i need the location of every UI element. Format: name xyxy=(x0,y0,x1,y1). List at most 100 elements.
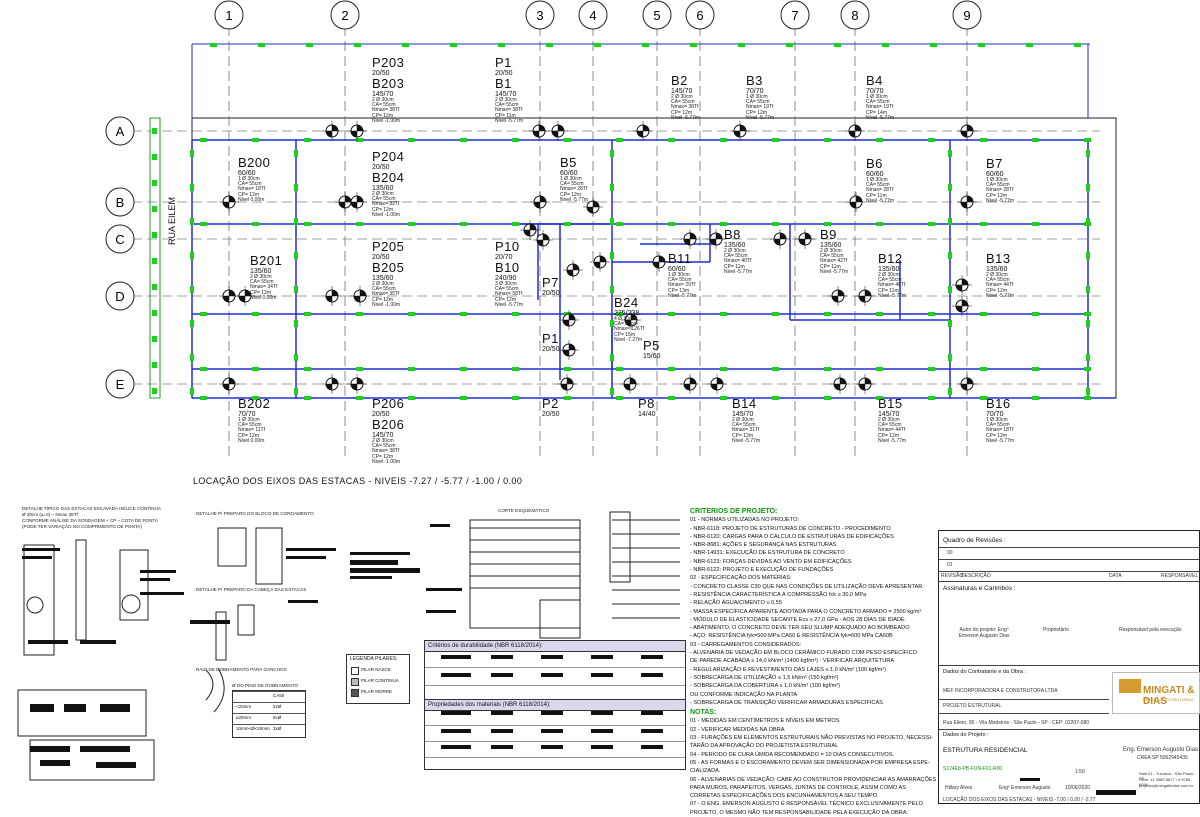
rebar-table-1 xyxy=(17,689,147,737)
top-mark xyxy=(498,43,505,47)
element-tag: B3 xyxy=(746,73,763,88)
criteria-title: CRITÉRIOS DE PROJETO: xyxy=(690,508,778,515)
project-data-title: Dados do Projeto : xyxy=(943,732,989,738)
element-section: 15/60 xyxy=(643,352,661,360)
pile-spec: Nivel -5.77m xyxy=(866,114,895,121)
criteria-line: 03 - CARREGAMENTOS CONSIDERADOS: xyxy=(690,641,802,648)
pile-spec: CA= 55cm xyxy=(866,182,890,189)
pile-spec: Nmax= 44Tf xyxy=(986,282,1014,289)
beam-mark-0 xyxy=(876,138,883,142)
rev-row-1: 01 xyxy=(947,562,953,568)
beam-mark-1 xyxy=(876,222,883,226)
block-dimension: 145/70 xyxy=(372,90,394,98)
detail-shape-5 xyxy=(215,611,227,661)
pile-19 xyxy=(649,252,669,272)
pile-spec: 2 Ø 30cm xyxy=(372,437,394,444)
redacted-block xyxy=(96,762,136,768)
beam-mark-3 xyxy=(408,367,415,371)
pile-40 xyxy=(680,374,700,394)
pile-spec: Nmax= 38Tf xyxy=(372,448,400,455)
element-tag: P204 xyxy=(372,149,405,164)
element-tag: B8 xyxy=(724,227,741,242)
redacted-block xyxy=(350,552,410,555)
beam-mark-4 xyxy=(564,396,571,400)
redacted-block xyxy=(426,610,456,613)
table-cell-mark xyxy=(441,673,471,677)
col-mark-4 xyxy=(1086,184,1090,191)
beam-mark-1 xyxy=(200,222,207,226)
element-tag: P5 xyxy=(643,338,660,353)
redacted-block xyxy=(426,588,462,591)
axis-bubble-6 xyxy=(685,0,715,30)
pile-spec: Nivel -5.77m xyxy=(746,114,775,121)
redacted-block xyxy=(350,560,398,565)
pile-spec: CA= 55cm xyxy=(372,102,396,109)
element-tag: P1 xyxy=(495,55,512,70)
axis-label-5: 5 xyxy=(653,8,660,23)
table-cell-mark xyxy=(441,745,471,749)
col-mark-1 xyxy=(294,354,298,361)
beam-mark-1 xyxy=(408,222,415,226)
beam-mark-1 xyxy=(1032,222,1039,226)
col-mark-2 xyxy=(610,354,614,361)
redacted-block xyxy=(286,556,326,559)
pile-16 xyxy=(533,230,553,250)
beam-mark-4 xyxy=(824,396,831,400)
block-dimension: 70/70 xyxy=(746,87,764,95)
note-line: 02 - VERIFICAR MEDIDAS NA OBRA xyxy=(690,726,785,733)
pile-spec: 2 Ø 30cm xyxy=(724,247,746,254)
axis-bubble-9 xyxy=(952,0,982,30)
pile-spec: Nmax= 38Tf xyxy=(495,107,523,114)
pile-spec: 2 Ø 30cm xyxy=(250,273,272,280)
pile-spec: CP= 12m xyxy=(372,296,393,303)
element-tag: B6 xyxy=(866,156,883,171)
note-line: PARA MUROS, PARAPEITOS, VERGAS, JUNTAS D… xyxy=(690,784,906,791)
design-criteria: CRITÉRIOS DE PROJETO: 01 - NORMAS UTILIZ… xyxy=(690,508,940,817)
beam-mark-1 xyxy=(616,222,623,226)
beam-mark-2 xyxy=(512,312,519,316)
col-mark-3 xyxy=(948,354,952,361)
notes-title: NOTAS: xyxy=(690,709,717,717)
pile-spec: CP= 12m xyxy=(238,432,259,439)
block-dimension: 60/60 xyxy=(986,170,1004,178)
pile-spec: Nivel 0.00m xyxy=(250,294,277,301)
pile-spec: Nivel -5.77m xyxy=(732,437,761,444)
redacted-block xyxy=(140,570,176,573)
beam-mark-1 xyxy=(928,222,935,226)
pile-spec: 2 Ø 30cm xyxy=(986,271,1008,278)
top-mark xyxy=(1074,43,1081,47)
pile-spec: 1 Ø 30cm xyxy=(668,271,690,278)
pile-detail-title: DETALHE TÍPICO DAS ESTACAS ESCAVADA HÉLI… xyxy=(22,506,161,511)
pin-table-cell: 8xØ xyxy=(273,715,282,720)
beam-mark-0 xyxy=(408,138,415,142)
beam-mark-2 xyxy=(1084,312,1091,316)
criteria-line: - NBR-8681: AÇÕES E SEGURANÇA NAS ESTRUT… xyxy=(690,542,837,549)
col-mark-4 xyxy=(1086,354,1090,361)
axis-label-B: B xyxy=(116,195,125,210)
sheet-date: 10/06/2020 xyxy=(1065,785,1091,791)
rev-col-1: DESCRIÇÃO xyxy=(961,573,991,579)
redacted-block xyxy=(30,746,70,752)
pile-symbols xyxy=(219,121,977,394)
note-line: 03 - FURAÇÕES EM ELEMENTOS ESTRUTURAIS N… xyxy=(690,735,933,742)
pile-18 xyxy=(590,252,610,272)
pile-spec: 1 Ø 30cm xyxy=(866,176,888,183)
table-cell-mark xyxy=(491,745,513,749)
pile-spec: Nivel -5.77m xyxy=(866,197,895,204)
contact-address: Sala 01 - Tucuruvi - São Paulo - SP xyxy=(1139,771,1196,781)
beam-mark-4 xyxy=(304,396,311,400)
pile-spec: 2 Ø 30cm xyxy=(372,96,394,103)
pile-spec: CP= 14m xyxy=(866,109,887,116)
beam-mark-4 xyxy=(252,396,259,400)
redacted-block xyxy=(288,600,318,603)
col-mark-1 xyxy=(294,150,298,157)
beam-mark-3 xyxy=(252,367,259,371)
